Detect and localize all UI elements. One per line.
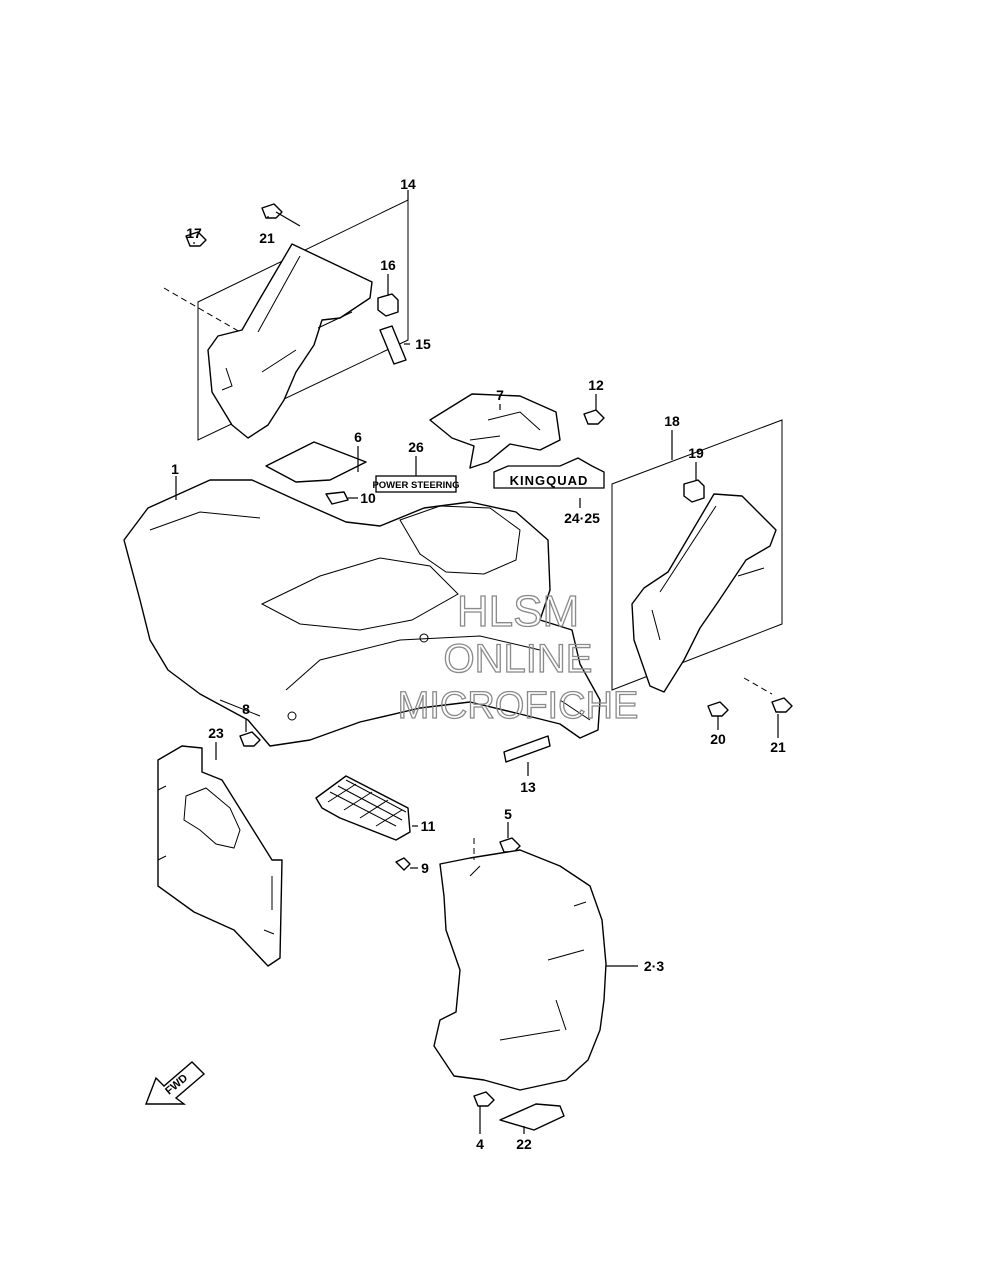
dash-line-18 xyxy=(743,677,773,695)
mud-guard-2-3[interactable] xyxy=(433,849,607,1091)
front-fender-group xyxy=(123,479,601,747)
protector-22[interactable] xyxy=(499,1103,565,1131)
watermark-line-3: MICROFICHE xyxy=(398,685,639,727)
callout-11: 11 xyxy=(421,818,436,834)
assembly-box-18[interactable] xyxy=(611,419,783,691)
callout-5: 5 xyxy=(504,806,512,822)
right-side-cover-group xyxy=(611,419,793,717)
mud-guard-2-3-detail xyxy=(469,865,587,1041)
fender-mount-hole-right xyxy=(419,633,429,643)
screw-21-top[interactable] xyxy=(261,203,283,219)
watermark-line-1: HLSM xyxy=(457,587,579,636)
handlebar-cover-detail xyxy=(469,411,541,441)
leader-lines xyxy=(175,190,779,1134)
decal-24-25 xyxy=(493,457,605,489)
fender-center-well xyxy=(260,557,459,631)
callout-15: 15 xyxy=(415,336,431,352)
assembly-box-14 xyxy=(197,199,409,441)
callout-12: 12 xyxy=(588,377,604,393)
dash-line-14 xyxy=(163,287,241,333)
mud-guard-right-group xyxy=(433,838,607,1131)
decal-kingquad[interactable]: KINGQUAD xyxy=(493,457,605,489)
callout-21-right: 21 xyxy=(770,739,786,755)
callout-4: 4 xyxy=(476,1136,484,1152)
decal-kingquad-text: KINGQUAD xyxy=(510,473,589,488)
fwd-arrow: FWD xyxy=(144,1061,206,1105)
callout-9: 9 xyxy=(421,860,429,876)
callout-2-3: 2·3 xyxy=(644,958,664,974)
fender-mount-hole-left xyxy=(287,711,297,721)
callout-17: 17 xyxy=(186,225,202,241)
mud-guard-23[interactable] xyxy=(157,745,283,967)
callout-19: 19 xyxy=(688,445,704,461)
watermark: HLSM ONLINE MICROFICHE xyxy=(397,586,639,727)
callout-1: 1 xyxy=(171,461,179,477)
watermark-line-2: ONLINE xyxy=(444,637,593,681)
fender-seat-opening xyxy=(399,505,521,575)
mud-guard-23-cutout xyxy=(183,787,241,849)
screw-12[interactable] xyxy=(583,409,605,425)
right-side-cover[interactable] xyxy=(631,493,777,693)
callout-23: 23 xyxy=(208,725,224,741)
cap-13[interactable] xyxy=(503,735,551,763)
cushion-16[interactable] xyxy=(377,293,399,317)
screw-17[interactable] xyxy=(185,231,207,247)
left-side-cover[interactable] xyxy=(207,243,373,439)
right-side-cover-detail xyxy=(651,505,765,641)
screw-5[interactable] xyxy=(499,837,521,853)
mud-guard-23-edges xyxy=(157,785,275,935)
screw-4[interactable] xyxy=(473,1091,495,1107)
callout-16: 16 xyxy=(380,257,396,273)
fwd-arrow-shape xyxy=(144,1061,206,1105)
cushion-15[interactable] xyxy=(379,325,407,365)
callout-10: 10 xyxy=(360,490,376,506)
grommet-10[interactable] xyxy=(325,491,349,505)
callout-7: 7 xyxy=(496,387,504,403)
callout-14: 14 xyxy=(400,176,416,192)
handlebar-cover-group xyxy=(429,393,605,469)
left-side-cover-group xyxy=(163,199,409,441)
decal-power-steering[interactable]: POWER STEERING xyxy=(372,475,460,493)
callout-6: 6 xyxy=(354,429,362,445)
callout-8: 8 xyxy=(242,701,250,717)
screw-9[interactable] xyxy=(395,857,411,871)
callout-labels: 1 2·3 4 5 6 7 8 9 10 11 12 13 14 15 16 1… xyxy=(171,176,786,1152)
callout-26: 26 xyxy=(408,439,424,455)
front-fender[interactable] xyxy=(123,479,601,747)
screw-20[interactable] xyxy=(707,701,729,717)
small-parts-group xyxy=(239,731,551,1107)
screw-21-right[interactable] xyxy=(771,697,793,713)
decal-power-steering-text: POWER STEERING xyxy=(372,480,459,491)
left-side-cover-detail xyxy=(221,255,353,391)
callout-24-25: 24·25 xyxy=(564,510,600,526)
screen-mesh xyxy=(327,779,407,827)
lid-6[interactable] xyxy=(265,441,367,483)
screw-8[interactable] xyxy=(239,731,261,747)
fender-edge-detail xyxy=(149,511,591,721)
screen-11[interactable] xyxy=(315,775,411,841)
cushion-19[interactable] xyxy=(683,479,705,503)
callout-18: 18 xyxy=(664,413,680,429)
callout-20: 20 xyxy=(710,731,726,747)
callout-21-top: 21 xyxy=(259,230,275,246)
callout-13: 13 xyxy=(520,779,536,795)
handlebar-cover-7[interactable] xyxy=(429,393,561,469)
callout-22: 22 xyxy=(516,1136,532,1152)
mud-guard-left-group xyxy=(157,745,283,967)
